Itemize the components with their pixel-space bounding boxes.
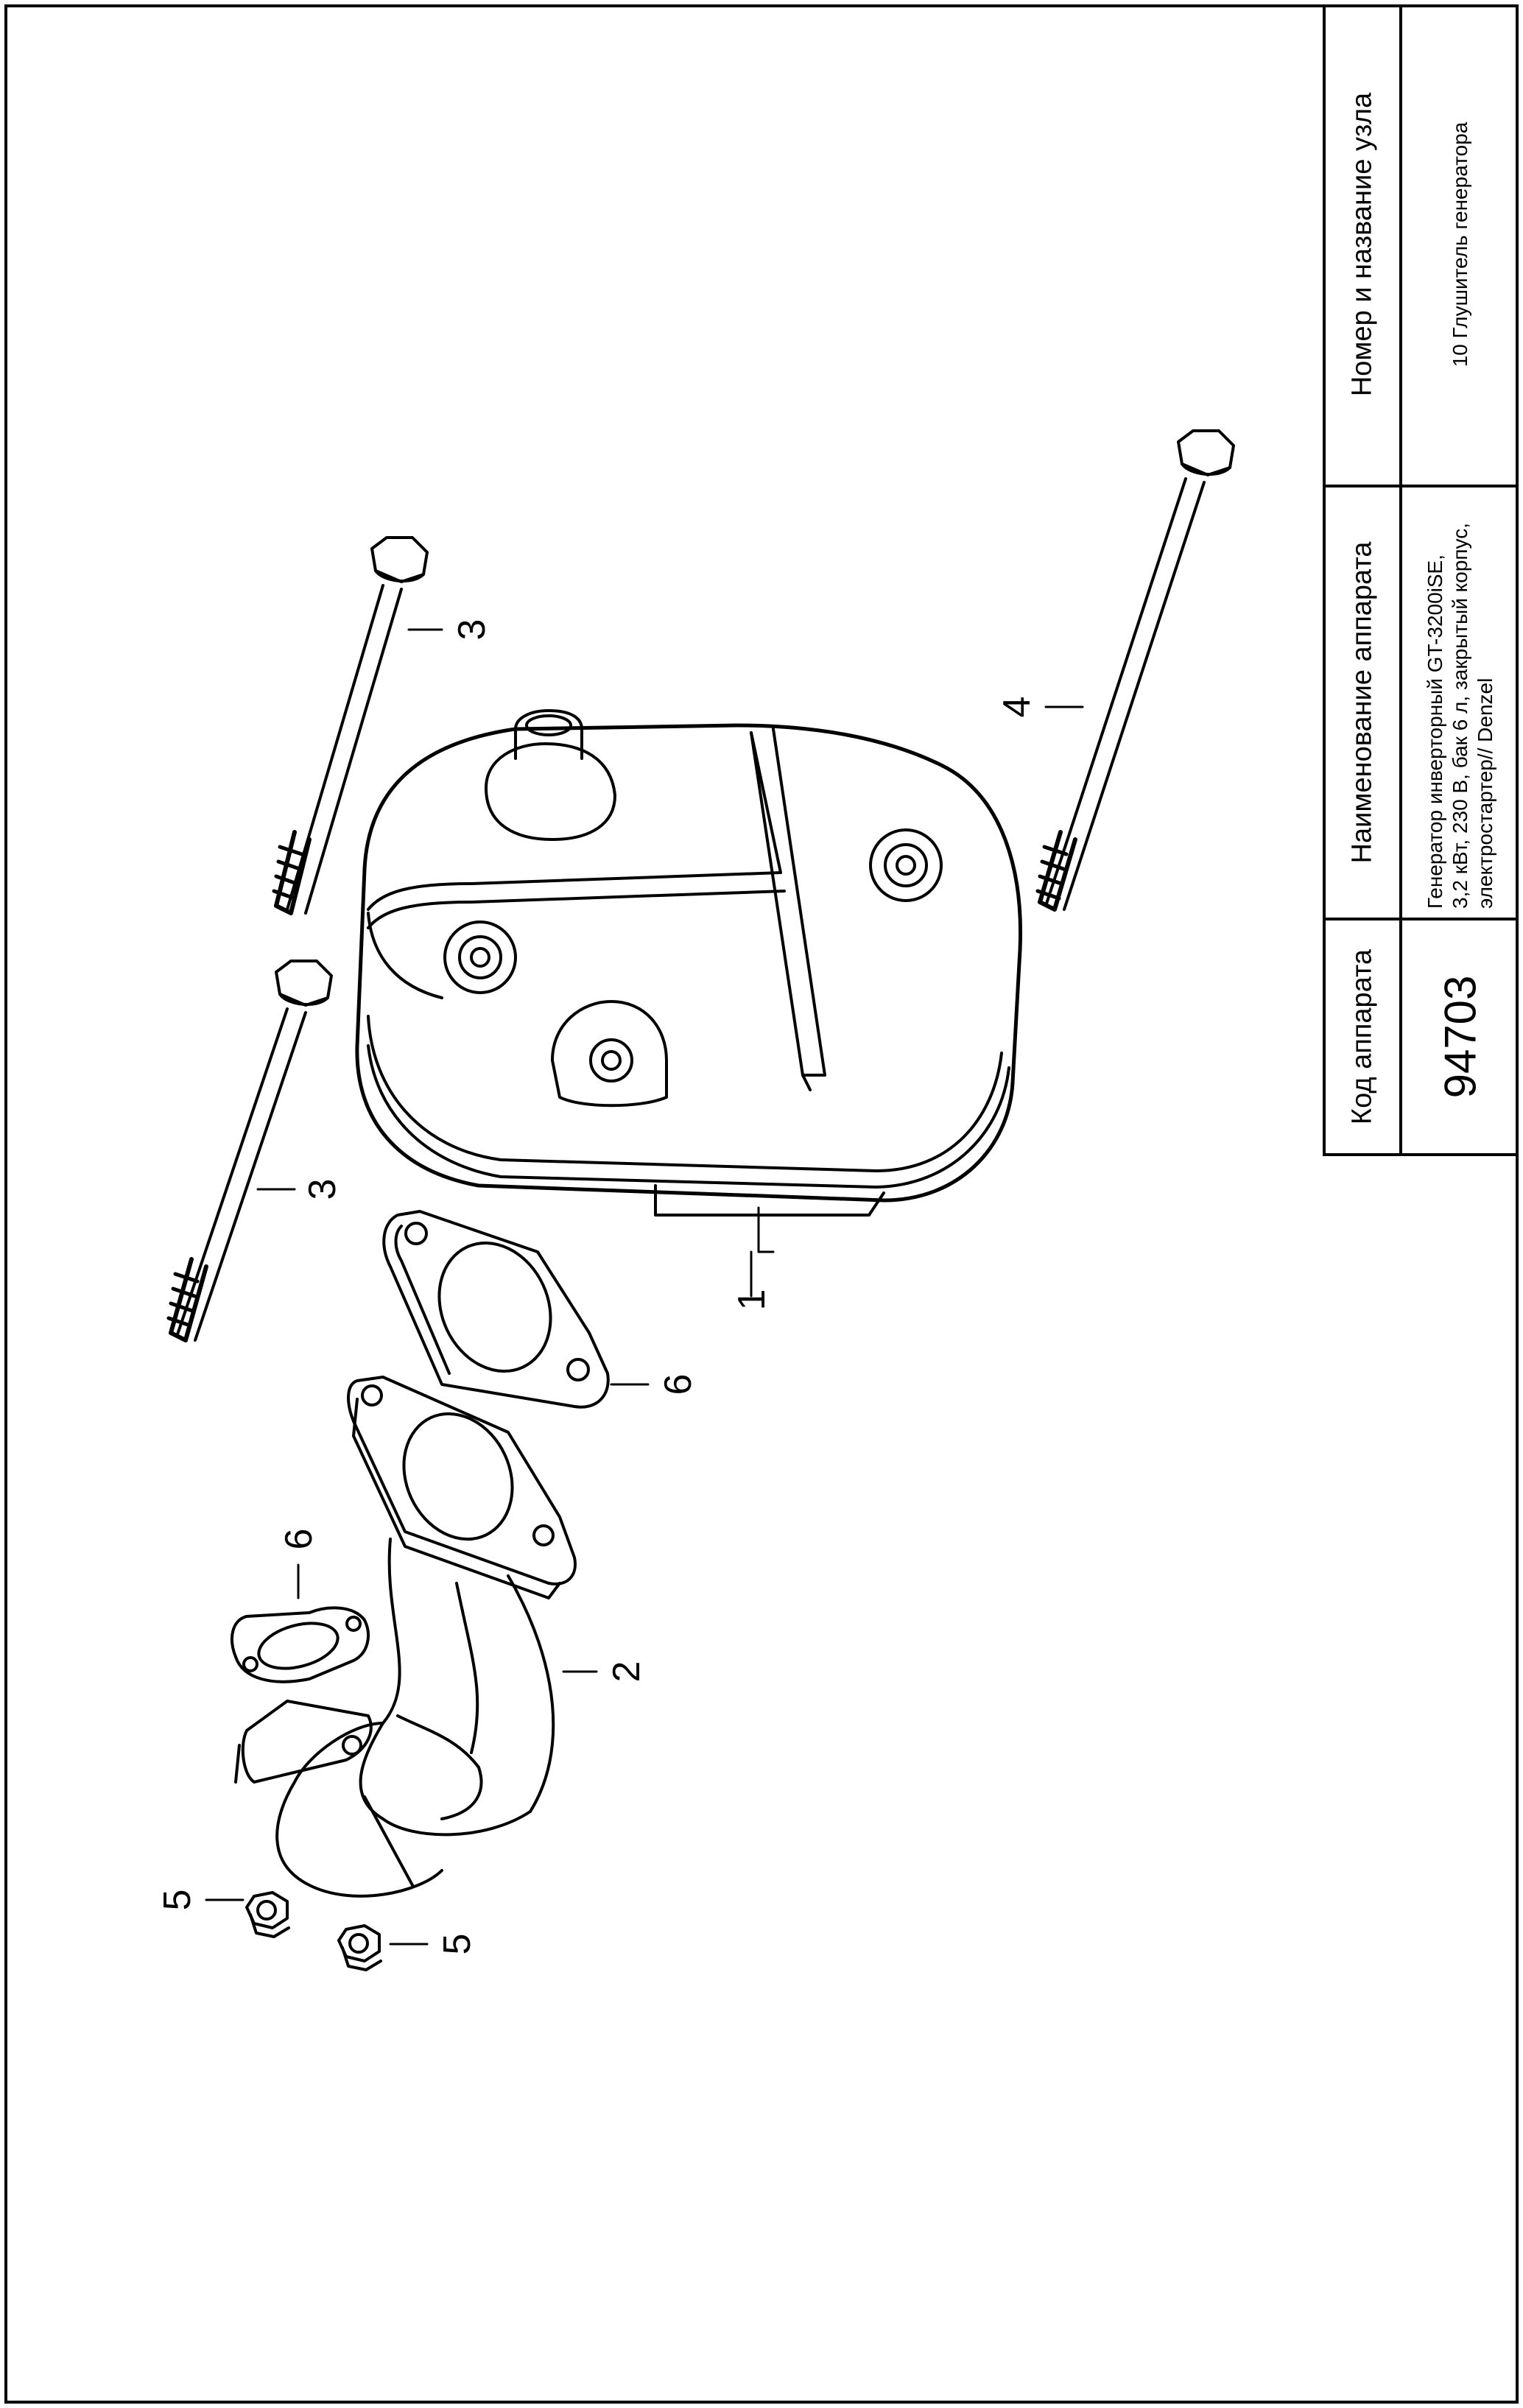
nut-part-5-left bbox=[245, 1891, 290, 1938]
code-header: Код аппарата bbox=[1346, 948, 1378, 1125]
muffler-part-1 bbox=[355, 709, 1023, 1253]
nut-part-5-right bbox=[337, 1924, 382, 1971]
callout-part-3-bottom: 3 bbox=[301, 1179, 344, 1200]
title-block-table: Номер и название узла 10 Глушитель генер… bbox=[1323, 4, 1519, 1156]
gasket-large-part-6 bbox=[382, 1210, 610, 1409]
name-line-1: Генератор инверторный GT-3200iSE, bbox=[1424, 554, 1446, 909]
node-header: Номер и название узла bbox=[1346, 92, 1378, 397]
gasket-small-part-6 bbox=[231, 1606, 370, 1683]
callout-part-3-top: 3 bbox=[451, 619, 493, 641]
node-header-cell: Номер и название узла bbox=[1326, 4, 1399, 485]
callout-part-2: 2 bbox=[605, 1661, 648, 1683]
drawing-frame bbox=[4, 4, 1519, 2404]
bolt-part-3-bottom bbox=[166, 960, 333, 1342]
bolt-part-4 bbox=[1035, 429, 1235, 912]
name-header-cell: Наименование аппарата bbox=[1326, 487, 1399, 918]
callout-part-6-large: 6 bbox=[657, 1374, 700, 1395]
node-value: 10 Глушитель генератора bbox=[1449, 122, 1471, 367]
code-value-cell: 94703 bbox=[1402, 920, 1519, 1153]
node-value-cell: 10 Глушитель генератора bbox=[1402, 4, 1519, 485]
code-header-cell: Код аппарата bbox=[1326, 920, 1399, 1153]
name-header: Наименование аппарата bbox=[1346, 541, 1378, 864]
name-line-3: электростартер// Denzel bbox=[1474, 677, 1496, 909]
callout-part-4: 4 bbox=[996, 697, 1038, 718]
name-value: Генератор инверторный GT-3200iSE, 3,2 кВ… bbox=[1423, 496, 1498, 909]
name-line-2: 3,2 кВт, 230 В, бак 6 л, закрытый корпус… bbox=[1449, 522, 1471, 909]
callout-part-5-left: 5 bbox=[156, 1890, 199, 1911]
callout-part-1: 1 bbox=[731, 1289, 773, 1311]
exhaust-pipe-part-2 bbox=[234, 1376, 577, 1898]
bolt-part-3-top bbox=[272, 536, 429, 915]
leader-lines bbox=[205, 628, 1084, 1946]
callout-part-5-right: 5 bbox=[436, 1934, 479, 1955]
name-value-cell: Генератор инверторный GT-3200iSE, 3,2 кВ… bbox=[1402, 487, 1519, 918]
code-value: 94703 bbox=[1435, 975, 1485, 1099]
callout-part-6-small: 6 bbox=[278, 1529, 320, 1550]
